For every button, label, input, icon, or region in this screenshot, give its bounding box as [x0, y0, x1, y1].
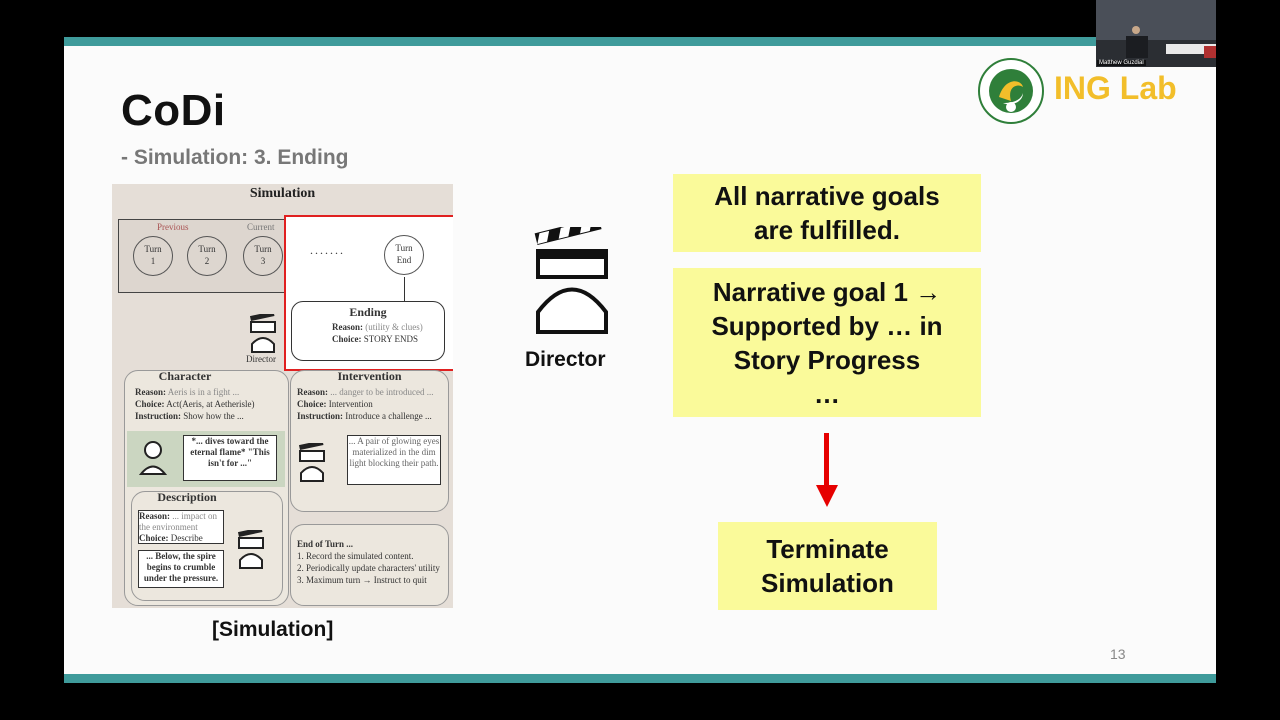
intervention-instruction: Instruction: Introduce a challenge ... [297, 411, 432, 421]
turn-number: End [396, 255, 412, 265]
description-reason-box: Reason: ... impact on the environment Ch… [138, 510, 224, 544]
webcam-thumbnail[interactable]: Matthew Guzdial [1096, 0, 1216, 67]
end-of-turn-panel: End of Turn ... 1. Record the simulated … [290, 524, 449, 606]
intervention-panel: Intervention Reason: ... danger to be in… [290, 369, 449, 512]
figure-caption: [Simulation] [212, 618, 334, 641]
goals-fulfilled-box: All narrative goals are fulfilled. [673, 174, 981, 252]
figure-sim-title: Simulation [249, 186, 316, 201]
description-speech: ... Below, the spire begins to crumble u… [138, 550, 224, 588]
ending-highlight-box: ....... Turn End Ending Reason: (utility… [284, 215, 453, 371]
turn-number: 2 [204, 256, 210, 266]
current-label: Current [247, 222, 275, 232]
description-title: Description [157, 490, 217, 504]
intervention-speech: ... A pair of glowing eyes materialized … [347, 435, 441, 485]
narrative-line-2: Supported by … in [711, 311, 943, 341]
turn-label: Turn [254, 244, 272, 254]
narrative-line-1: Narrative goal 1 → [712, 277, 942, 307]
turns-box: Previous Current Turn 1 Turn 2 Turn 3 [118, 219, 287, 293]
narrative-line-4: … [814, 379, 840, 409]
turn-circle-end: Turn End [384, 235, 424, 275]
slide-title: CoDi [121, 86, 226, 135]
bottom-accent-bar [64, 674, 1216, 683]
down-arrow-icon [816, 485, 838, 507]
turn-dots: ....... [310, 243, 345, 257]
down-arrow-line [824, 433, 829, 489]
character-choice: Choice: Act(Aeris, at Aetherisle) [135, 399, 255, 409]
turn-label: Turn [198, 244, 216, 254]
webcam-video [1096, 0, 1216, 67]
page-number: 13 [1110, 646, 1126, 662]
turn-circle-1: Turn 1 [133, 236, 173, 276]
character-panel: Character Reason: Aeris is in a fight ..… [124, 369, 289, 606]
university-logo-icon [978, 58, 1044, 124]
ending-box: Ending Reason: (utility & clues) Choice:… [291, 301, 445, 361]
end-of-turn-title: End of Turn ... [297, 539, 354, 549]
top-accent-bar [64, 37, 1216, 46]
lab-name: ING Lab [1054, 70, 1177, 106]
terminate-line-1: Terminate [766, 534, 889, 564]
turn-label: Turn [395, 243, 413, 253]
simulation-figure: Simulation Previous Current Turn 1 Turn … [112, 184, 453, 608]
ending-choice: Choice: STORY ENDS [332, 334, 419, 344]
terminate-line-2: Simulation [761, 568, 894, 598]
slide-subtitle: - Simulation: 3. Ending [121, 146, 349, 169]
character-title: Character [158, 369, 212, 383]
end-of-turn-item-1: 1. Record the simulated content. [297, 551, 414, 561]
intervention-choice: Choice: Intervention [297, 399, 373, 409]
turn-number: 3 [260, 256, 266, 266]
slide: CoDi - Simulation: 3. Ending ING Lab Sim… [64, 37, 1216, 683]
ending-title: Ending [349, 305, 387, 319]
turn-circle-2: Turn 2 [187, 236, 227, 276]
director-description-icon [237, 530, 264, 569]
turn-number: 1 [150, 256, 156, 266]
goals-line-2: are fulfilled. [754, 215, 900, 245]
description-panel: Description Reason: ... impact on the en… [131, 490, 283, 601]
character-reason: Reason: Aeris is in a fight ... [135, 387, 240, 397]
director-icon [534, 227, 608, 334]
turn-circle-3: Turn 3 [243, 236, 283, 276]
end-of-turn-item-2: 2. Periodically update characters' utili… [297, 563, 440, 573]
intervention-reason: Reason: ... danger to be introduced ... [297, 387, 434, 397]
character-speech: *... dives toward the eternal flame* "Th… [183, 435, 277, 481]
end-of-turn-item-3: 3. Maximum turn → Instruct to quit [297, 575, 427, 585]
ending-reason: Reason: (utility & clues) [332, 322, 423, 332]
narrative-line-3: Story Progress [733, 345, 921, 375]
narrative-goal-box: Narrative goal 1 → Supported by … in Sto… [673, 268, 981, 417]
previous-label: Previous [157, 222, 189, 232]
intervention-title: Intervention [337, 369, 402, 383]
director-small-label: Director [246, 354, 276, 364]
character-instruction: Instruction: Show how the ... [135, 411, 244, 421]
webcam-name: Matthew Guzdial [1097, 60, 1146, 66]
director-small-icon [249, 314, 276, 353]
ending-arrow-line [404, 277, 405, 301]
terminate-box: Terminate Simulation [718, 522, 937, 610]
director-label: Director [525, 348, 606, 371]
turn-label: Turn [144, 244, 162, 254]
goals-line-1: All narrative goals [714, 181, 940, 211]
character-icon [139, 441, 167, 475]
director-intervention-icon [298, 443, 325, 482]
